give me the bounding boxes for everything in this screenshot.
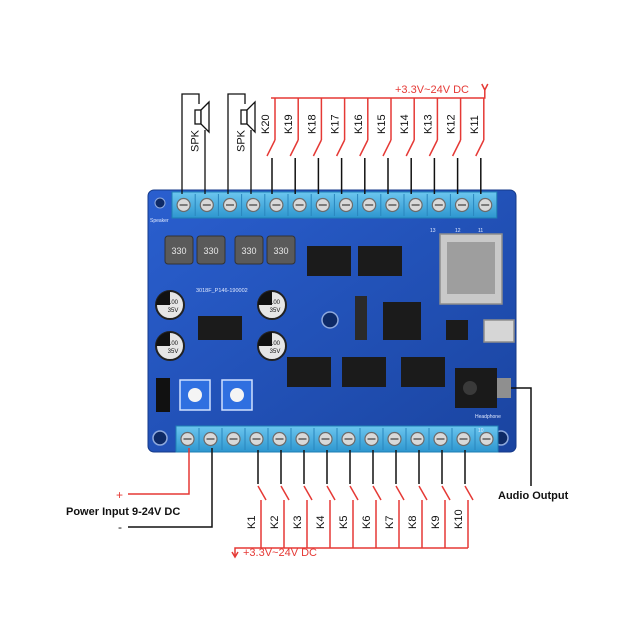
top-key-label-k20: K20	[260, 114, 272, 134]
bottom-key-label-k7: K7	[384, 516, 396, 529]
top-key-label-k11: K11	[469, 115, 481, 134]
bottom-key-label-k1: K1	[246, 516, 258, 529]
top-wires: K20 K19 K18 K17 K16 K15 K14 K13 K12 K11	[260, 83, 489, 194]
capacitor-voltage-2: 35V	[270, 308, 281, 314]
speaker-icon-1	[194, 100, 210, 134]
bottom-key-label-k4: K4	[315, 516, 327, 529]
bottom-key-label-k5: K5	[338, 516, 350, 529]
top-key-label-k18: K18	[306, 114, 318, 134]
top-terminal-block	[171, 191, 498, 219]
silk-terminal-11: 11	[478, 228, 483, 234]
speaker-label-1: SPK	[190, 129, 202, 152]
inductor-mark-3: 330	[241, 246, 256, 256]
capacitor-value-1: 100	[168, 300, 179, 306]
capacitor-value-3: 100	[168, 341, 179, 347]
bottom-wires: K1 K2 K3 K4 K5 K6 K7 K8 K9 K10	[231, 450, 474, 559]
inductor-1	[164, 235, 194, 265]
power-plus-sign: +	[116, 488, 123, 502]
inductor-4	[266, 235, 296, 265]
logic-chip-1	[307, 246, 351, 276]
mcu-chip	[383, 302, 421, 340]
power-input: + - Power Input 9-24V DC	[66, 448, 213, 534]
sd-card-slot	[439, 233, 503, 305]
capacitors: 100 35V 100 35V 100 35V 100 35V	[155, 290, 287, 361]
capacitor-voltage-3: 35V	[168, 349, 179, 355]
bottom-supply-label: +3.3V~24V DC	[243, 547, 317, 559]
logic-chip-4	[342, 357, 386, 387]
silk-headphone: Headphone	[475, 414, 501, 420]
potentiometers	[156, 378, 253, 412]
speaker-icon-2	[240, 100, 256, 134]
chips	[198, 246, 468, 387]
capacitor-value-4: 100	[270, 341, 281, 347]
bottom-key-label-k10: K10	[453, 509, 465, 529]
audio-output-label: Audio Output	[498, 490, 569, 502]
inductors: 330 330 330 330	[164, 235, 296, 265]
top-key-label-k16: K16	[353, 114, 365, 134]
silk-terminal-13: 13	[430, 228, 436, 234]
usb-port	[483, 319, 515, 343]
logic-chip-2	[358, 246, 402, 276]
logic-chip-3	[287, 357, 331, 387]
top-key-label-k13: K13	[422, 114, 434, 134]
inductor-mark-4: 330	[273, 246, 288, 256]
top-key-label-k12: K12	[446, 114, 458, 134]
capacitor-value-2: 100	[270, 300, 281, 306]
bottom-key-label-k3: K3	[292, 516, 304, 529]
inductor-mark-1: 330	[171, 246, 186, 256]
headphone-jack	[455, 368, 511, 408]
header-pins	[355, 296, 367, 340]
top-supply-label: +3.3V~24V DC	[395, 84, 469, 96]
top-key-label-k19: K19	[283, 114, 295, 134]
inductor-3	[234, 235, 264, 265]
capacitor-voltage-1: 35V	[168, 308, 179, 314]
top-key-label-k15: K15	[376, 114, 388, 134]
silk-terminal-10: 10	[478, 428, 484, 434]
silk-terminal-12: 12	[455, 228, 461, 234]
speaker-label-2: SPK	[236, 129, 248, 152]
speaker-wires: SPK SPK	[181, 93, 256, 194]
audio-output: Audio Output	[498, 387, 569, 502]
power-input-label: Power Input 9-24V DC	[66, 506, 180, 518]
silk-speaker: Speaker	[150, 218, 169, 224]
amplifier-chip	[198, 316, 242, 340]
capacitor-voltage-4: 35V	[270, 349, 281, 355]
bottom-key-label-k6: K6	[361, 516, 373, 529]
bottom-key-label-k2: K2	[269, 516, 281, 529]
bottom-key-label-k8: K8	[407, 516, 419, 529]
bottom-key-label-k9: K9	[430, 516, 442, 529]
top-key-label-k14: K14	[399, 114, 411, 134]
logic-chip-5	[401, 357, 445, 387]
switch	[156, 378, 170, 412]
top-key-label-k17: K17	[330, 114, 342, 134]
inductor-2	[196, 235, 226, 265]
power-minus-sign: -	[118, 520, 122, 534]
inductor-mark-2: 330	[203, 246, 218, 256]
bottom-terminal-block	[175, 425, 499, 453]
silk-part-number: 3018F_P146-190002	[196, 288, 248, 294]
small-chip	[446, 320, 468, 340]
